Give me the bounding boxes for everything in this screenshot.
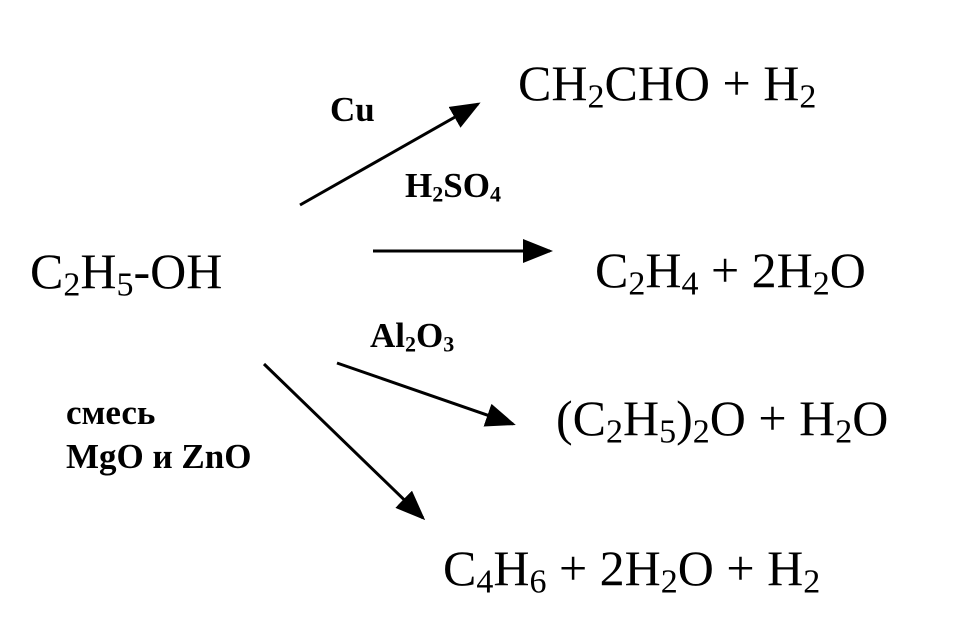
arrow-to-butadiene — [262, 362, 426, 521]
formula-subscript: 2 — [803, 563, 821, 601]
formula-text: O + H — [677, 540, 804, 596]
formula-text: ) — [676, 390, 693, 446]
arrow-to-acetaldehyde — [299, 102, 481, 207]
condition-sulfuric-acid: H2SO4 — [405, 164, 501, 208]
formula-text: H — [405, 166, 433, 205]
formula-subscript: 4 — [681, 265, 699, 303]
condition-copper: Cu — [330, 88, 375, 132]
formula-subscript: 6 — [529, 563, 547, 601]
formula-subscript: 2 — [835, 413, 853, 451]
formula-text: C — [30, 243, 64, 299]
formula-subscript: 2 — [63, 266, 81, 304]
formula-text: H — [80, 243, 117, 299]
formula-text: O — [829, 242, 866, 298]
formula-text: Cu — [330, 90, 375, 129]
formula-subscript: 5 — [116, 266, 134, 304]
formula-text: H — [493, 540, 530, 596]
formula-text: H — [623, 390, 660, 446]
formula-text: O — [852, 390, 889, 446]
formula-text: CHO + H — [604, 55, 800, 111]
formula-text: H — [645, 242, 682, 298]
product-acetaldehyde-hydrogen: CH2CHO + H2 — [518, 55, 816, 114]
formula-text: + 2H — [698, 242, 813, 298]
formula-text: SO — [443, 166, 490, 205]
formula-text: O — [416, 316, 444, 355]
product-butadiene-water-hydrogen: C4H6 + 2H2O + H2 — [443, 540, 820, 599]
product-diethyl-ether-water: (C2H5)2O + H2O — [556, 390, 889, 449]
formula-text: + 2H — [546, 540, 661, 596]
arrow-to-diethyl-ether — [336, 361, 516, 427]
condition-alumina: Al2O3 — [370, 314, 454, 358]
condition-line: MgO и ZnO — [66, 435, 251, 479]
formula-text: CH — [518, 55, 588, 111]
formula-text: O + H — [709, 390, 836, 446]
formula-subscript: 4 — [476, 563, 494, 601]
formula-subscript: 2 — [660, 563, 678, 601]
formula-text: MgO и ZnO — [66, 436, 252, 476]
formula-subscript: 2 — [799, 78, 817, 116]
formula-subscript: 5 — [659, 413, 677, 451]
formula-subscript: 2 — [587, 78, 605, 116]
formula-subscript: 2 — [606, 413, 623, 451]
formula-text: C — [443, 540, 477, 596]
condition-line: H2SO4 — [405, 164, 501, 208]
formula-text: C — [595, 242, 629, 298]
condition-line: смесь — [66, 391, 251, 435]
formula-text: -OH — [133, 243, 223, 299]
formula-subscript: 2 — [692, 413, 710, 451]
formula-subscript: 2 — [405, 331, 416, 357]
product-ethylene-water: C2H4 + 2H2O — [595, 242, 866, 301]
formula-subscript: 2 — [812, 265, 830, 303]
formula-subscript: 4 — [489, 181, 501, 207]
formula-subscript: 2 — [432, 181, 444, 207]
formula-text: (C — [556, 390, 606, 446]
formula-text: смесь — [66, 393, 156, 432]
formula-subscript: 2 — [628, 265, 646, 303]
formula-text: Al — [370, 316, 405, 355]
condition-line: Al2O3 — [370, 314, 454, 358]
formula-subscript: 3 — [443, 331, 455, 357]
reactant-ethanol: C2H5-OH — [30, 243, 223, 302]
condition-line: Cu — [330, 88, 375, 132]
